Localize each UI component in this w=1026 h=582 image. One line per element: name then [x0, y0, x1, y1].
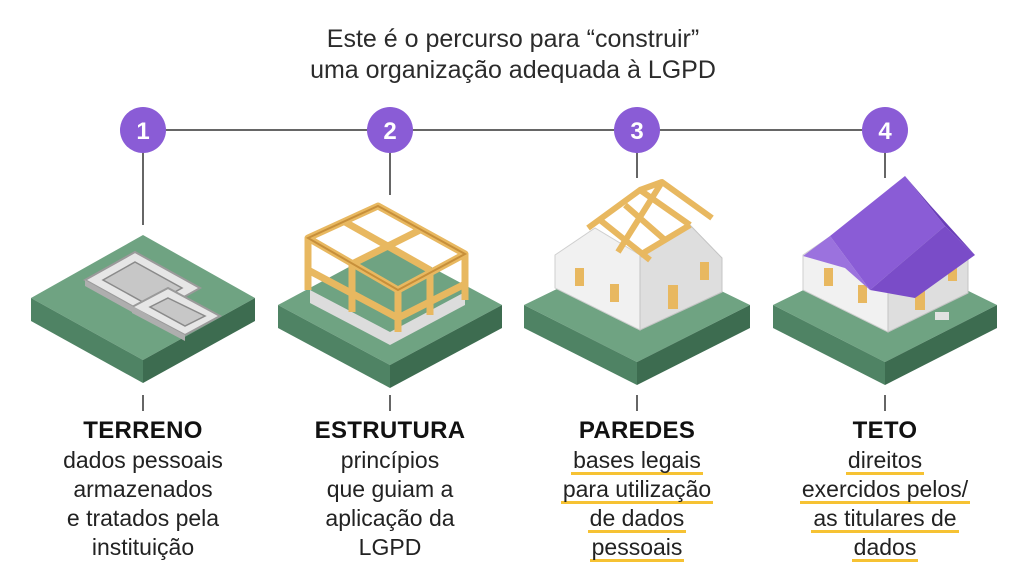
step-4-desc-line: direitos [845, 447, 925, 475]
step-1-description: dados pessoais armazenados e tratados pe… [23, 446, 263, 562]
step-4-number-badge [862, 107, 908, 153]
step-4-description: direitos exercidos pelos/ as titulares d… [765, 446, 1005, 562]
step-2-number-badge [367, 107, 413, 153]
title-line-2: uma organização adequada à LGPD [310, 56, 716, 84]
step-4-graphic: 4 [773, 107, 997, 411]
step-4-desc-line: as titulares de [811, 505, 959, 533]
step-3-desc-line: bases legais [571, 447, 703, 475]
step-3-description: bases legais para utilização de dados pe… [517, 446, 757, 562]
step-1-desc-line: dados pessoais [63, 447, 223, 473]
step-1-title: TERRENO [83, 417, 203, 444]
step-3-desc-line: de dados [587, 505, 687, 533]
step-3-desc-line: para utilização [560, 476, 714, 504]
step-3-number-badge [614, 107, 660, 153]
step-3-desc-line: pessoais [589, 534, 685, 562]
step-2-desc-line: princípios [340, 447, 440, 473]
step-1-number: 1 [136, 118, 149, 145]
step-2-title: ESTRUTURA [314, 417, 466, 444]
step-4-desc-line: exercidos pelos/ [799, 476, 971, 504]
foundation-icon [31, 235, 255, 383]
step-2-number: 2 [383, 118, 396, 145]
roof-house-icon [773, 176, 997, 385]
step-1-number-badge [120, 107, 166, 153]
step-4-desc-line: dados [851, 534, 919, 562]
step-1-graphic: 1 [31, 107, 255, 411]
step-2-desc-line: aplicação da [325, 505, 455, 531]
step-2-description: princípios que guiam a aplicação da LGPD [270, 446, 510, 562]
step-4-number: 4 [878, 118, 892, 145]
walls-icon [524, 179, 750, 385]
step-2-desc-line: LGPD [358, 534, 422, 560]
step-3-title: PAREDES [578, 417, 696, 444]
step-1-desc-line: instituição [91, 534, 195, 560]
step-2-desc-line: que guiam a [326, 476, 454, 502]
step-2-text: ESTRUTURA princípios que guiam a aplicaç… [270, 416, 510, 562]
step-3-number: 3 [630, 118, 643, 145]
step-3-text: PAREDES bases legais para utilização de … [517, 416, 757, 562]
step-1-text: TERRENO dados pessoais armazenados e tra… [23, 416, 263, 562]
diagram-title: Este é o percurso para “construir” uma o… [0, 24, 1026, 86]
step-2-graphic: 2 [278, 107, 502, 411]
step-3-graphic: 3 [524, 107, 750, 411]
step-1-desc-line: armazenados [73, 476, 213, 502]
step-4-title: TETO [852, 417, 918, 444]
frame-structure-icon [278, 202, 502, 388]
step-1-desc-line: e tratados pela [66, 505, 220, 531]
step-4-text: TETO direitos exercidos pelos/ as titula… [765, 416, 1005, 562]
title-line-1: Este é o percurso para “construir” [326, 25, 700, 53]
